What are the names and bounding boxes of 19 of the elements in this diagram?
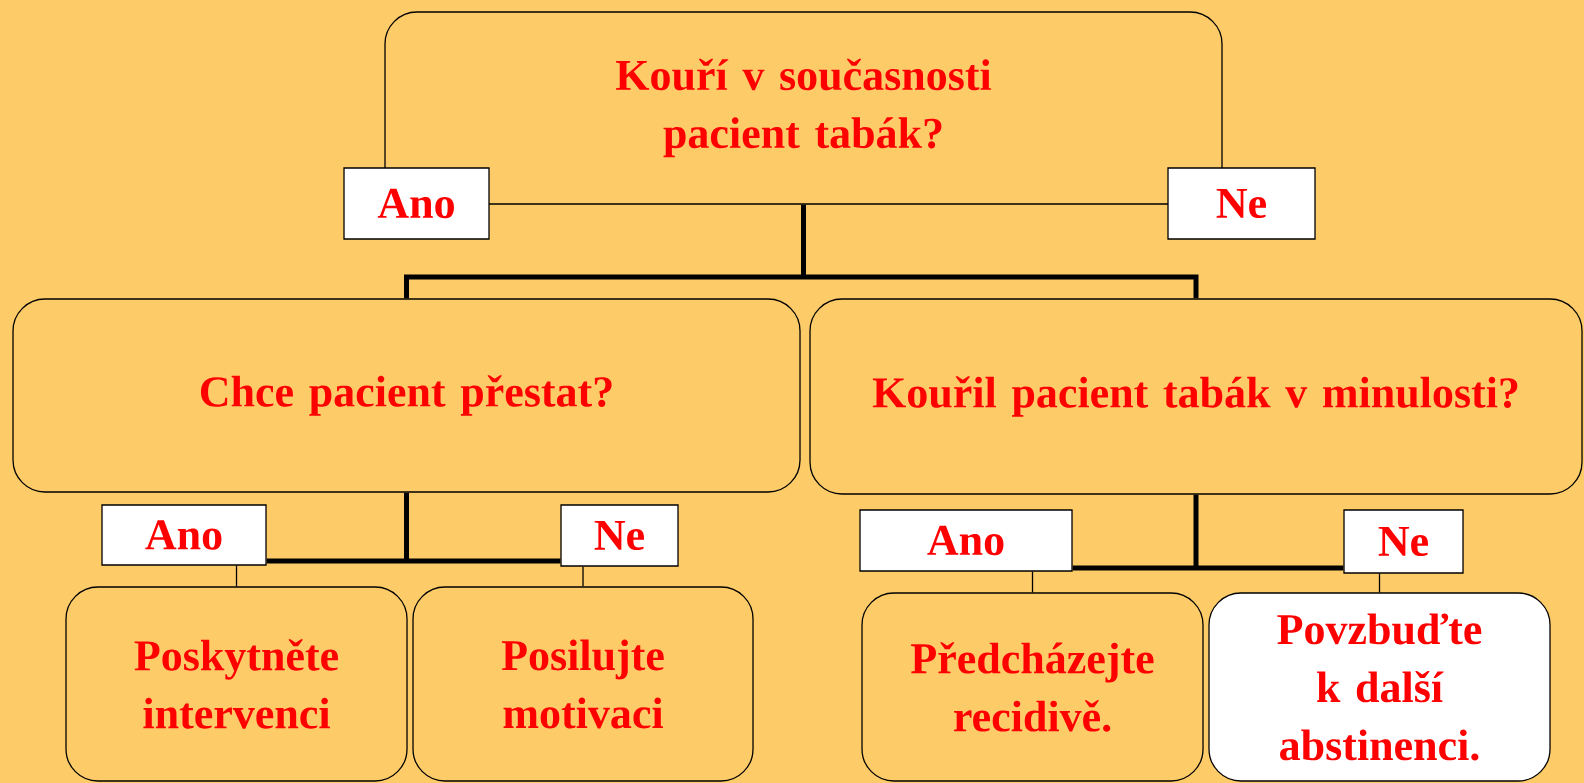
connector-line: [1378, 573, 1381, 593]
rounded-box: Předcházejte recidivě.: [861, 592, 1204, 782]
connector-line: [404, 202, 1199, 301]
connector-line: [1070, 492, 1346, 571]
connector-line: [582, 566, 584, 587]
label-box: Ano: [343, 167, 490, 240]
label-box: Ano: [859, 509, 1073, 572]
label-box: Ne: [1343, 509, 1464, 574]
connector-line: [1031, 571, 1034, 593]
rounded-box: Poskytněte intervenci: [65, 586, 408, 782]
connector-line: [264, 490, 563, 564]
label-box: Ne: [560, 504, 679, 567]
label-box: Ne: [1167, 167, 1316, 240]
rounded-box: Posilujte motivaci: [412, 586, 754, 782]
rounded-box: Povzbuďte k další abstinenci.: [1208, 592, 1551, 782]
label-box: Ano: [101, 504, 267, 566]
rounded-box: Kouřil pacient tabák v minulosti?: [809, 298, 1583, 495]
rounded-box: Chce pacient přestat?: [12, 298, 801, 493]
connector-line: [235, 565, 238, 587]
